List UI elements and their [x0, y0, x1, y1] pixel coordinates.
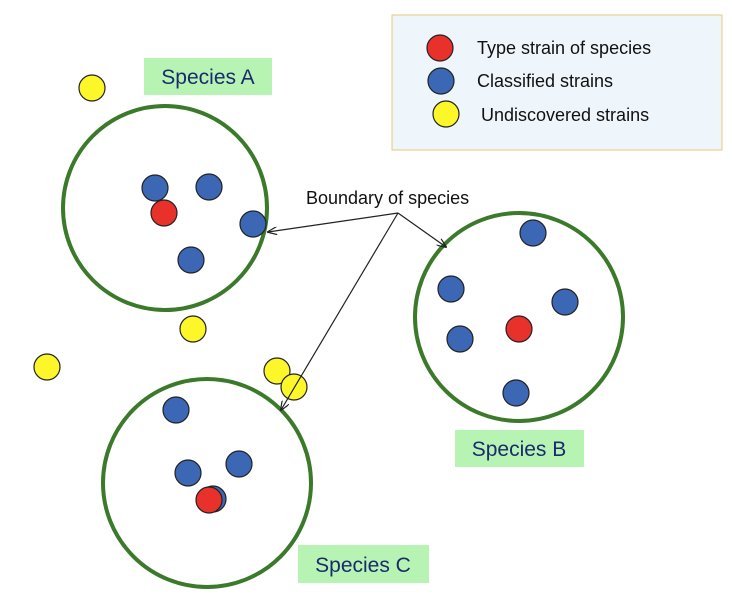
species-c-label: Species C	[315, 554, 411, 577]
species-c-classified-strain	[174, 459, 202, 487]
species-a-classified-strain	[141, 174, 169, 202]
species-a-type-strain	[150, 199, 178, 227]
species-b-group: Species B	[413, 211, 625, 467]
species-a-group: Species A	[61, 58, 272, 312]
species-c-type-strain	[195, 486, 223, 514]
undiscovered-strain	[179, 315, 207, 343]
species-b-classified-strain	[551, 288, 579, 316]
legend-undiscovered-marker	[432, 100, 460, 128]
boundary-arrow-to-species-c	[281, 212, 399, 410]
species-b-classified-strain	[519, 219, 547, 247]
undiscovered-strain	[78, 74, 106, 102]
species-a-classified-strain	[195, 173, 223, 201]
species-a-label-box	[144, 58, 272, 95]
species-b-classified-strain	[437, 275, 465, 303]
species-b-boundary	[413, 211, 625, 423]
undiscovered-strain	[263, 357, 291, 385]
species-a-classified-strain	[177, 246, 205, 274]
species-b-classified-strain	[502, 379, 530, 407]
boundary-annotation: Boundary of species	[268, 188, 469, 410]
boundary-arrow-to-species-b	[397, 212, 446, 247]
species-c-classified-strain	[162, 396, 190, 424]
legend-type-strain-marker	[426, 34, 454, 62]
species-a-boundary	[61, 104, 269, 312]
species-b-label: Species B	[472, 438, 567, 461]
species-c-classified-strain	[225, 450, 253, 478]
species-c-boundary	[101, 377, 313, 589]
boundary-label: Boundary of species	[306, 188, 469, 208]
undiscovered-strains	[33, 74, 308, 401]
species-a-label: Species A	[161, 66, 254, 89]
species-b-label-box	[455, 430, 584, 467]
legend-type-strain-label: Type strain of species	[477, 38, 651, 58]
species-c-label-box	[298, 545, 429, 583]
undiscovered-strain	[33, 353, 61, 381]
legend-classified-label: Classified strains	[477, 71, 613, 91]
legend-undiscovered-label: Undiscovered strains	[481, 105, 649, 125]
boundary-arrow-to-species-a	[268, 212, 399, 232]
legend-classified-marker	[427, 67, 455, 95]
species-c-group: Species C	[101, 377, 429, 589]
legend: Type strain of species Classified strain…	[391, 14, 723, 151]
species-b-classified-strain	[446, 325, 474, 353]
species-a-classified-strain	[239, 210, 267, 238]
species-b-type-strain	[505, 315, 533, 343]
